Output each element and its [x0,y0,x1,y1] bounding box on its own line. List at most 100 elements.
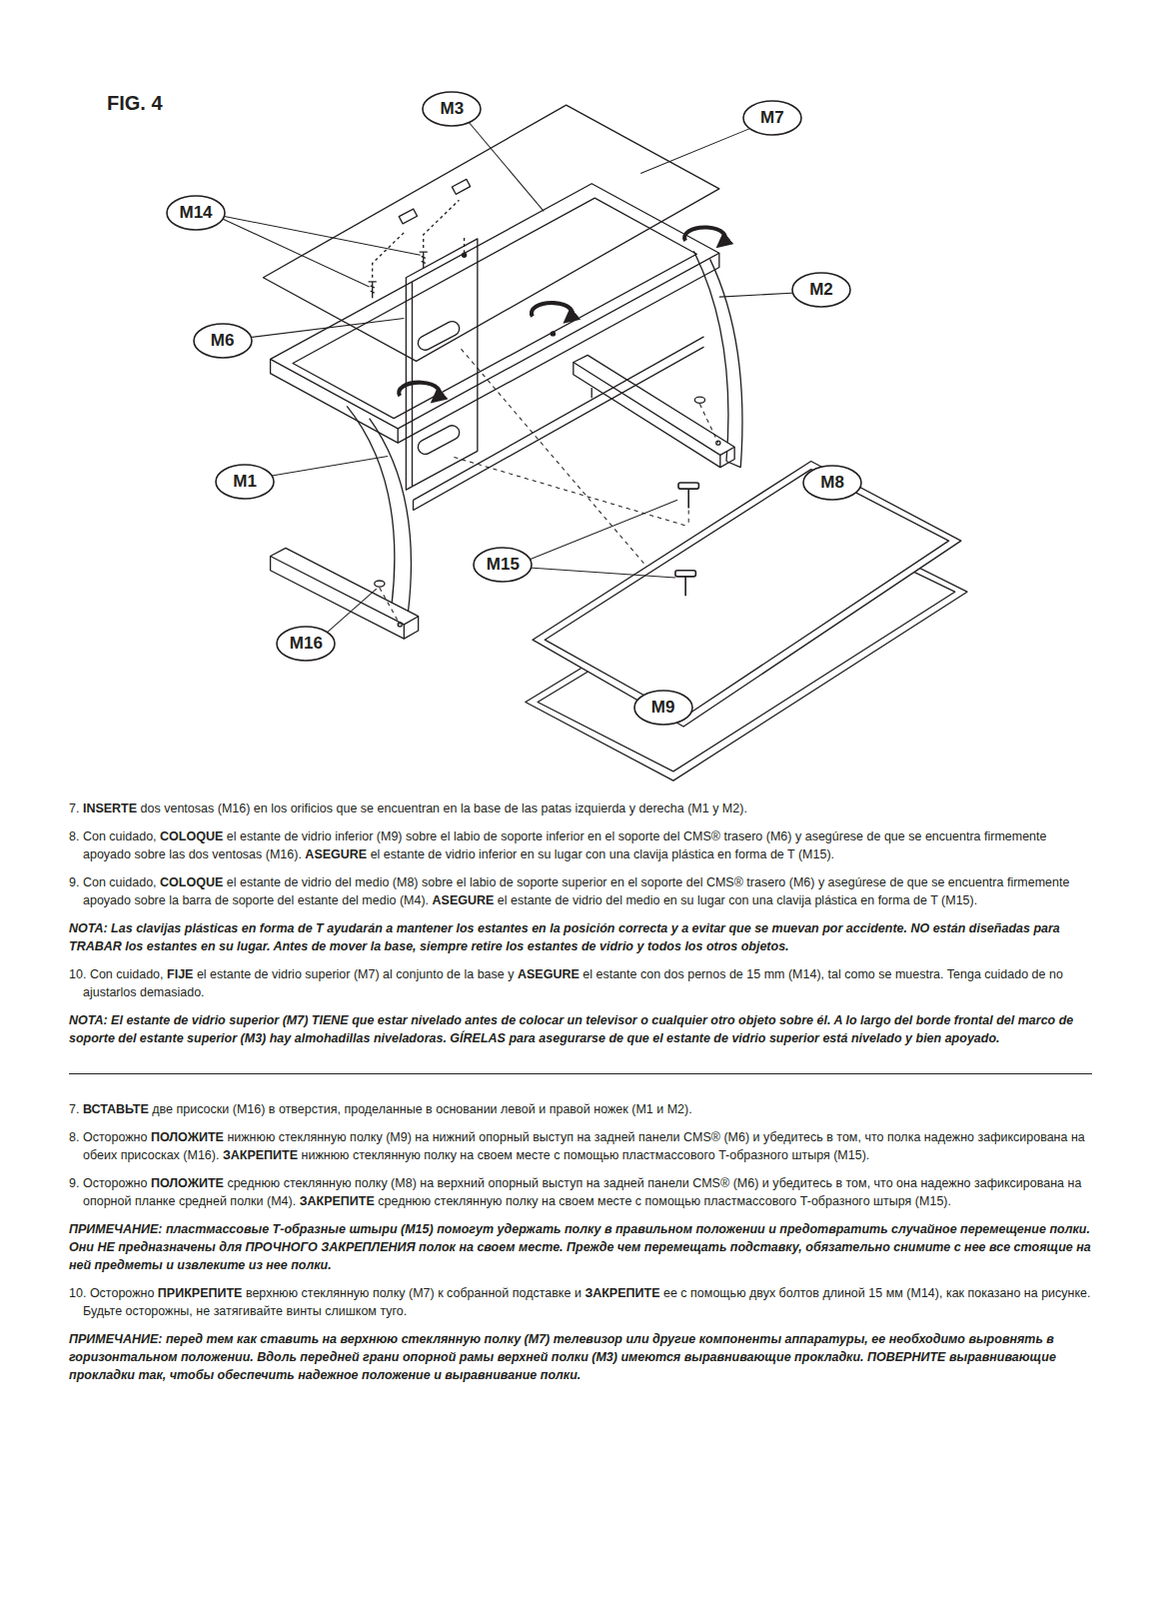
line-art [453,456,686,525]
action-word: ПОЛОЖИТЕ [150,1175,224,1190]
top-frame [270,183,720,443]
instruction-text: NOTA: Las clavijas plásticas en forma de… [68,921,1061,954]
line-art [719,292,797,297]
line-art [369,418,412,613]
action-word: ЗАКРЕПИТЕ [222,1148,298,1163]
left-leg [270,405,419,639]
callout-oval: M2 [791,271,852,308]
line-art [684,576,687,596]
line-art [678,482,699,489]
action-word: ЗАКРЕПИТЕ [299,1193,375,1208]
step-paragraph: 8. Con cuidado, COLOQUE el estante de vi… [68,827,1093,864]
step-paragraph: 10. Осторожно ПРИКРЕПИТЕ верхнюю стеклян… [68,1283,1093,1320]
russian-block: 7. ВСТАВЬТЕ две присоски (M16) в отверст… [68,1100,1093,1384]
middle-glass [532,461,962,727]
callout-oval: M6 [192,322,253,359]
instruction-text: 7. INSERTE dos ventosas (M16) en los ori… [68,799,1093,1394]
note-paragraph: ПРИМЕЧАНИЕ: перед тем как ставить на вер… [68,1329,1093,1384]
instruction-text: el estante de vidrio del medio en su lug… [497,893,978,908]
instruction-text: NOTA: El estante de vidrio superior (M7)… [68,1013,1074,1046]
callout-oval: M14 [165,194,226,231]
line-art [573,354,735,455]
oval-shape [276,626,335,661]
line-art [267,455,388,476]
note-paragraph: NOTA: Las clavijas plásticas en forma de… [68,919,1093,956]
action-word: ASEGURE [304,847,367,862]
instruction-text: Осторожно [82,1130,148,1145]
instruction-text: Осторожно [89,1285,155,1300]
top-glass [262,104,719,361]
step-number: 9. [68,1175,79,1190]
action-word: ASEGURE [517,967,580,982]
callout-oval: M15 [472,546,533,583]
support-bar [413,336,705,511]
callout-number: M15 [486,554,520,575]
callout-oval: M7 [742,99,803,136]
right-leg [573,250,743,467]
line-art [374,580,385,587]
t-pins [675,482,699,596]
instruction-text: Con cuidado, [82,829,157,844]
line-art [688,510,690,526]
line-art [720,446,735,467]
callout-number: M6 [210,330,235,351]
line-art [423,199,460,248]
line-art [415,422,462,457]
line-art [270,547,419,625]
oval-shape [166,195,225,230]
line-art [525,567,676,578]
oval-shape [473,547,532,582]
oval-shape [634,690,693,725]
note-paragraph: NOTA: El estante de vidrio superior (M7)… [68,1011,1093,1048]
step-paragraph: 9. Con cuidado, COLOQUE el estante de vi… [68,873,1093,910]
line-art [463,236,465,253]
line-art [246,318,404,338]
action-word: ЗАКРЕПИТЕ [584,1285,660,1300]
action-word: ASEGURE [432,893,495,908]
step-number: 8. [68,1130,79,1145]
action-word: ПОЛОЖИТЕ [150,1130,224,1145]
oval-shape [422,91,481,126]
step-paragraph: 7. ВСТАВЬТЕ две присоски (M16) в отверст… [68,1100,1093,1119]
line-art [675,570,696,577]
callout-number: M9 [651,697,676,718]
callout-oval: M1 [214,463,275,500]
back-panel [405,238,477,490]
callout-number: M16 [289,633,323,654]
line-art [532,461,962,727]
action-word: COLOQUE [159,875,223,890]
instruction-text: две присоски (M16) в отверстия, проделан… [151,1102,692,1117]
line-art [324,588,377,635]
line-art [346,405,395,604]
oval-shape [792,272,851,307]
line-art [716,440,721,445]
step-number: 10. [68,967,86,982]
oval-shape [193,323,252,358]
instruction-text: нижнюю стеклянную полку на своем месте с… [301,1148,871,1163]
line-art [415,318,462,353]
divider-rule [68,1073,1093,1075]
line-art [398,382,440,399]
screws [368,178,556,336]
action-word: ПРИКРЕПИТЕ [157,1285,243,1300]
line-art [699,403,718,443]
instruction-text: Con cuidado, [82,875,157,890]
instruction-text: dos ventosas (M16) en los orificios que … [140,801,748,816]
oval-shape [215,464,274,499]
callout-oval: M16 [275,625,336,662]
line-art [640,128,750,174]
line-art [687,488,690,508]
callout-oval: M8 [802,464,863,501]
instruction-text: el estante de vidrio superior (M7) al co… [196,967,515,982]
line-art [379,587,400,625]
action-word: INSERTE [82,801,137,816]
action-word: COLOQUE [159,829,223,844]
callout-oval: M3 [421,90,482,127]
step-paragraph: 8. Осторожно ПОЛОЖИТЕ нижнюю стеклянную … [68,1128,1093,1164]
line-art [531,302,573,319]
figure-title: FIG. 4 [106,91,163,115]
step-paragraph: 7. INSERTE dos ventosas (M16) en los ori… [68,799,1093,818]
line-art [270,358,399,443]
line-art [219,104,968,781]
line-art [397,252,720,443]
